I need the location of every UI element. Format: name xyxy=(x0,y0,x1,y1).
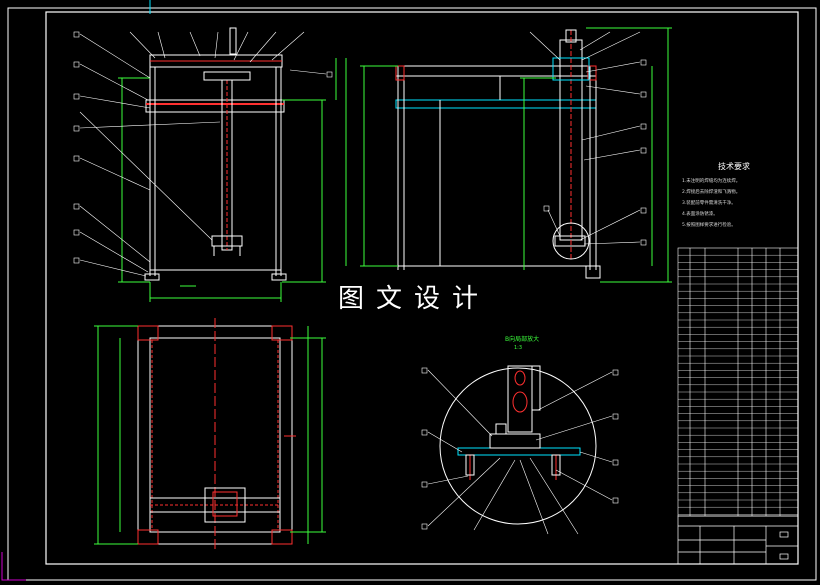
detail-b-view xyxy=(439,365,597,525)
side-view-leaders xyxy=(529,31,641,245)
tech-note: 5.按照图样要求进行检验。 xyxy=(682,223,736,228)
title-block xyxy=(677,515,799,565)
watermark-text: 图文设计 xyxy=(338,284,491,314)
outer-sheet-border xyxy=(7,7,817,581)
ucs-icon xyxy=(1,552,26,581)
tech-note: 1.未注明的焊缝均为连续焊。 xyxy=(682,179,741,184)
top-view xyxy=(94,318,326,550)
side-view-balloons xyxy=(543,59,647,246)
detail-b-leaders xyxy=(427,369,613,535)
front-view-leaders xyxy=(79,31,327,277)
tech-requirements-title: 技术要求 xyxy=(718,162,750,171)
tech-note: 4.表面涂防锈漆。 xyxy=(682,212,718,217)
detail-b-scale: 1:3 xyxy=(514,345,523,351)
detail-b-balloons xyxy=(421,367,619,530)
side-view xyxy=(345,27,672,283)
front-view xyxy=(118,27,337,302)
parts-list-table xyxy=(677,247,799,517)
parts-list-rows xyxy=(678,254,798,515)
detail-b-title: B向局部放大 xyxy=(505,336,540,343)
tech-note: 3.装配前零件需清洗干净。 xyxy=(682,201,736,206)
tech-note: 2.焊接后去除焊渣和飞溅物。 xyxy=(682,190,741,195)
front-view-balloons xyxy=(73,31,333,264)
